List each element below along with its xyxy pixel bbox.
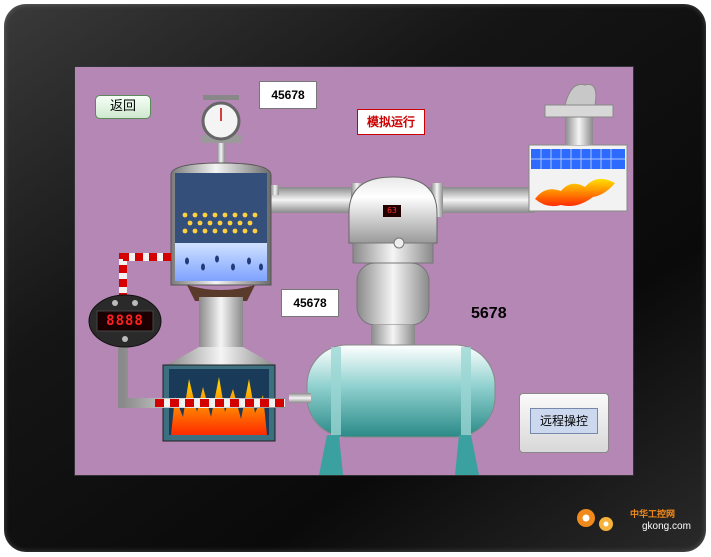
value-display-mid: 45678 (281, 289, 339, 317)
value-display-large: 5678 (471, 305, 507, 322)
chimney (199, 297, 243, 347)
simulate-run-button[interactable]: 模拟运行 (357, 109, 425, 135)
horizontal-tank (306, 344, 496, 438)
back-button[interactable]: 返回 (95, 95, 151, 119)
burner-flame (535, 178, 615, 207)
remote-control-button[interactable]: 远程操控 (530, 408, 598, 434)
gear-icon (577, 509, 613, 531)
vessel-upper (175, 173, 267, 243)
brand-watermark: 中华工控网 gkong.com (577, 502, 710, 536)
brand-name-cn: 中华工控网 (630, 510, 676, 520)
process-diagram (88, 83, 628, 475)
hmi-screen: 返回 45678 模拟运行 45678 5678 63 8888 远程操控 (74, 66, 634, 476)
remote-control-panel[interactable]: 远程操控 (519, 393, 609, 453)
value-display-top: 45678 (259, 81, 317, 109)
brand-name-en: gkong.com (642, 521, 691, 532)
tank-readout: 63 (387, 206, 397, 215)
vessel-water (175, 243, 267, 281)
gauge-readout: 8888 (106, 313, 144, 329)
